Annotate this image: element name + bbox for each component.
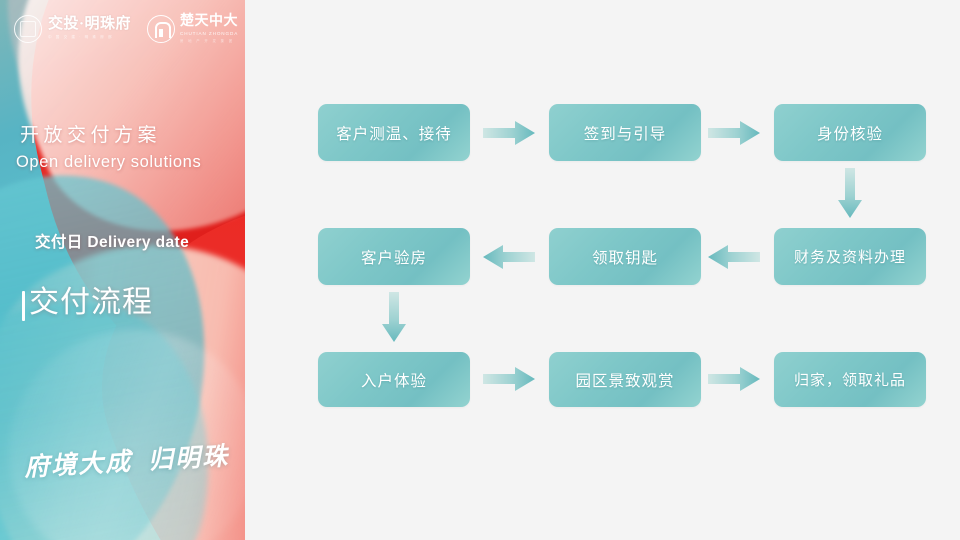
arrow-right-icon (483, 366, 535, 392)
crest-icon (14, 14, 42, 43)
flow-node-label: 签到与引导 (583, 125, 667, 143)
chutian-logo-subtext: 房 地 产 开 发 集 团 (180, 38, 235, 43)
sidebar-heading-label: 交付流程 (29, 286, 153, 319)
sidebar-slogan: 府境大成归明珠 (23, 436, 230, 483)
flow-node-return-home-gift[interactable]: 归家，领取礼品 (774, 352, 926, 407)
chutian-zhongda-logo: 楚天中大 CHUTIAN ZHONGDA 房 地 产 开 发 集 团 (147, 13, 239, 43)
delivery-process-flowchart: 客户测温、接待 签到与引导 身份核验 客户验房 领取钥匙 财务及资料办理 入户体… (245, 0, 960, 540)
flow-node-home-experience[interactable]: 入户体验 (318, 352, 470, 407)
sidebar-title-cn: 开放交付方案 (20, 125, 162, 146)
flow-node-identity-verification[interactable]: 身份核验 (774, 104, 926, 161)
flow-node-signin-guidance[interactable]: 签到与引导 (549, 104, 701, 161)
flow-node-label: 客户验房 (360, 249, 427, 267)
sidebar-panel: 交投·明珠府 中 国 交 建 · 明 珠 府 邸 楚天中大 CHUTIAN ZH… (0, 0, 245, 540)
arrow-right-icon (708, 366, 760, 392)
building-arch-icon (147, 14, 176, 43)
arrow-left-icon (708, 244, 760, 270)
flow-node-finance-paperwork[interactable]: 财务及资料办理 (774, 228, 926, 285)
sidebar-title-english: Open delivery solutions (16, 153, 202, 171)
arrow-down-icon (837, 168, 863, 218)
slogan-right: 归明珠 (147, 443, 230, 475)
flow-node-label: 客户测温、接待 (336, 125, 452, 143)
flow-node-label: 身份核验 (816, 125, 883, 143)
arrow-right-icon (483, 120, 535, 146)
chutian-logo-english: CHUTIAN ZHONGDA (180, 31, 239, 36)
decorative-sheen (0, 297, 245, 540)
decorative-ribbon-red-lower (56, 171, 245, 540)
flow-node-label: 归家，领取礼品 (793, 372, 906, 389)
flow-node-garden-viewing[interactable]: 园区景致观赏 (549, 352, 701, 407)
arrow-down-icon (381, 292, 407, 342)
sidebar-heading: 交付流程 (22, 288, 153, 321)
jiaotou-logo-subtext: 中 国 交 建 · 明 珠 府 邸 (48, 34, 114, 39)
jiaotou-mingzhufu-logo: 交投·明珠府 中 国 交 建 · 明 珠 府 邸 (14, 14, 132, 43)
flow-node-label: 园区景致观赏 (575, 372, 675, 390)
flow-node-label: 领取钥匙 (591, 249, 658, 267)
jiaotou-logo-text: 交投·明珠府 (48, 16, 132, 33)
heading-accent-bar (22, 291, 25, 321)
flow-node-customer-inspection[interactable]: 客户验房 (318, 228, 470, 285)
arrow-left-icon (483, 244, 535, 270)
flow-node-key-collection[interactable]: 领取钥匙 (549, 228, 701, 285)
sidebar-subtitle: 交付日 Delivery date (35, 234, 190, 251)
arrow-right-icon (708, 120, 760, 146)
slogan-left: 府境大成 (23, 448, 133, 482)
flow-node-label: 入户体验 (360, 372, 427, 390)
chutian-logo-text: 楚天中大 (180, 13, 239, 29)
logo-bar: 交投·明珠府 中 国 交 建 · 明 珠 府 邸 楚天中大 CHUTIAN ZH… (0, 0, 245, 57)
flow-node-customer-temperature[interactable]: 客户测温、接待 (318, 104, 470, 161)
flow-node-label: 财务及资料办理 (793, 249, 906, 266)
